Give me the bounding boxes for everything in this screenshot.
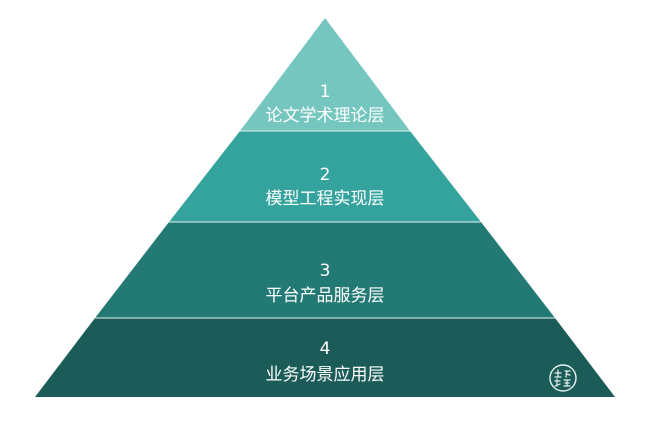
pyramid-layer-1-label: 论文学术理论层 (266, 106, 385, 126)
pyramid-layer-2-label: 模型工程实现层 (266, 189, 385, 209)
pyramid-layer-4-shape (35, 318, 615, 397)
pyramid-layer-3: 3 平台产品服务层 (95, 222, 555, 318)
watermark-seal-icon (549, 364, 577, 392)
pyramid-layer-4-number: 4 (320, 339, 331, 359)
pyramid-layer-3-shape (95, 222, 555, 318)
pyramid-layer-1: 1 论文学术理论层 (240, 18, 410, 131)
pyramid-layer-1-shape (240, 18, 410, 131)
pyramid-layer-4-label: 业务场景应用层 (266, 365, 385, 385)
pyramid-layer-2-number: 2 (320, 165, 331, 185)
pyramid-layer-4: 4 业务场景应用层 (35, 318, 615, 397)
pyramid-layer-2-shape (169, 131, 481, 222)
pyramid-layer-2: 2 模型工程实现层 (169, 131, 481, 222)
pyramid-layer-3-label: 平台产品服务层 (266, 286, 385, 306)
pyramid-layer-1-number: 1 (320, 82, 331, 102)
pyramid-layer-3-number: 3 (320, 261, 331, 281)
